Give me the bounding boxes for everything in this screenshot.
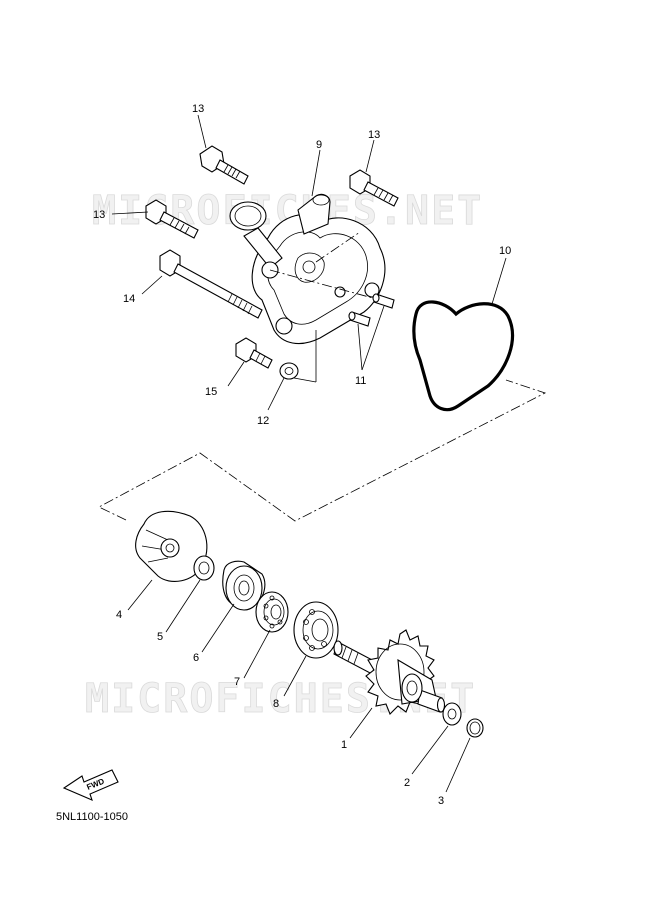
callout-9: 9 — [316, 139, 322, 151]
callout-3: 3 — [438, 795, 444, 807]
callout-15: 15 — [205, 386, 217, 398]
callout-2: 2 — [404, 777, 410, 789]
bolt-part-13-top — [199, 145, 249, 185]
group-boundary-line — [98, 379, 547, 522]
callout-7: 7 — [234, 676, 240, 688]
bolt-part-15 — [235, 337, 273, 369]
circlip-part-3 — [466, 718, 484, 738]
callout-12: 12 — [257, 415, 269, 427]
leader-lines — [111, 114, 507, 793]
callout-13-right: 13 — [368, 129, 380, 141]
callout-4: 4 — [116, 609, 122, 621]
dowel-pins-part-11 — [348, 293, 395, 327]
seal-part-5 — [193, 555, 215, 581]
pump-cover-part-9 — [229, 193, 386, 345]
callout-13-top: 13 — [192, 103, 204, 115]
callout-11: 11 — [355, 375, 366, 387]
callout-10: 10 — [499, 245, 511, 257]
bearing-part-7 — [255, 591, 289, 633]
callout-14: 14 — [123, 293, 135, 305]
callout-6: 6 — [193, 652, 199, 664]
callout-13-left: 13 — [93, 209, 105, 221]
bearing-part-8 — [293, 601, 339, 659]
diagram-code: 5NL1100-1050 — [56, 811, 128, 823]
watermark-top: MICROFICHES.NET — [92, 188, 483, 234]
seal-part-6 — [222, 560, 266, 611]
washer-part-12 — [279, 362, 299, 380]
shaft-gear-part-1 — [333, 629, 446, 715]
o-ring-gasket-part-10 — [412, 300, 514, 412]
long-bolt-part-14 — [159, 249, 263, 319]
bolt-part-13-left — [145, 199, 199, 239]
fwd-arrow-icon: FWD — [62, 769, 119, 801]
callout-8: 8 — [273, 698, 279, 710]
bolt-part-13-right — [349, 169, 399, 207]
callout-1: 1 — [341, 739, 347, 751]
washer-part-2 — [442, 702, 462, 726]
callout-5: 5 — [157, 631, 163, 643]
